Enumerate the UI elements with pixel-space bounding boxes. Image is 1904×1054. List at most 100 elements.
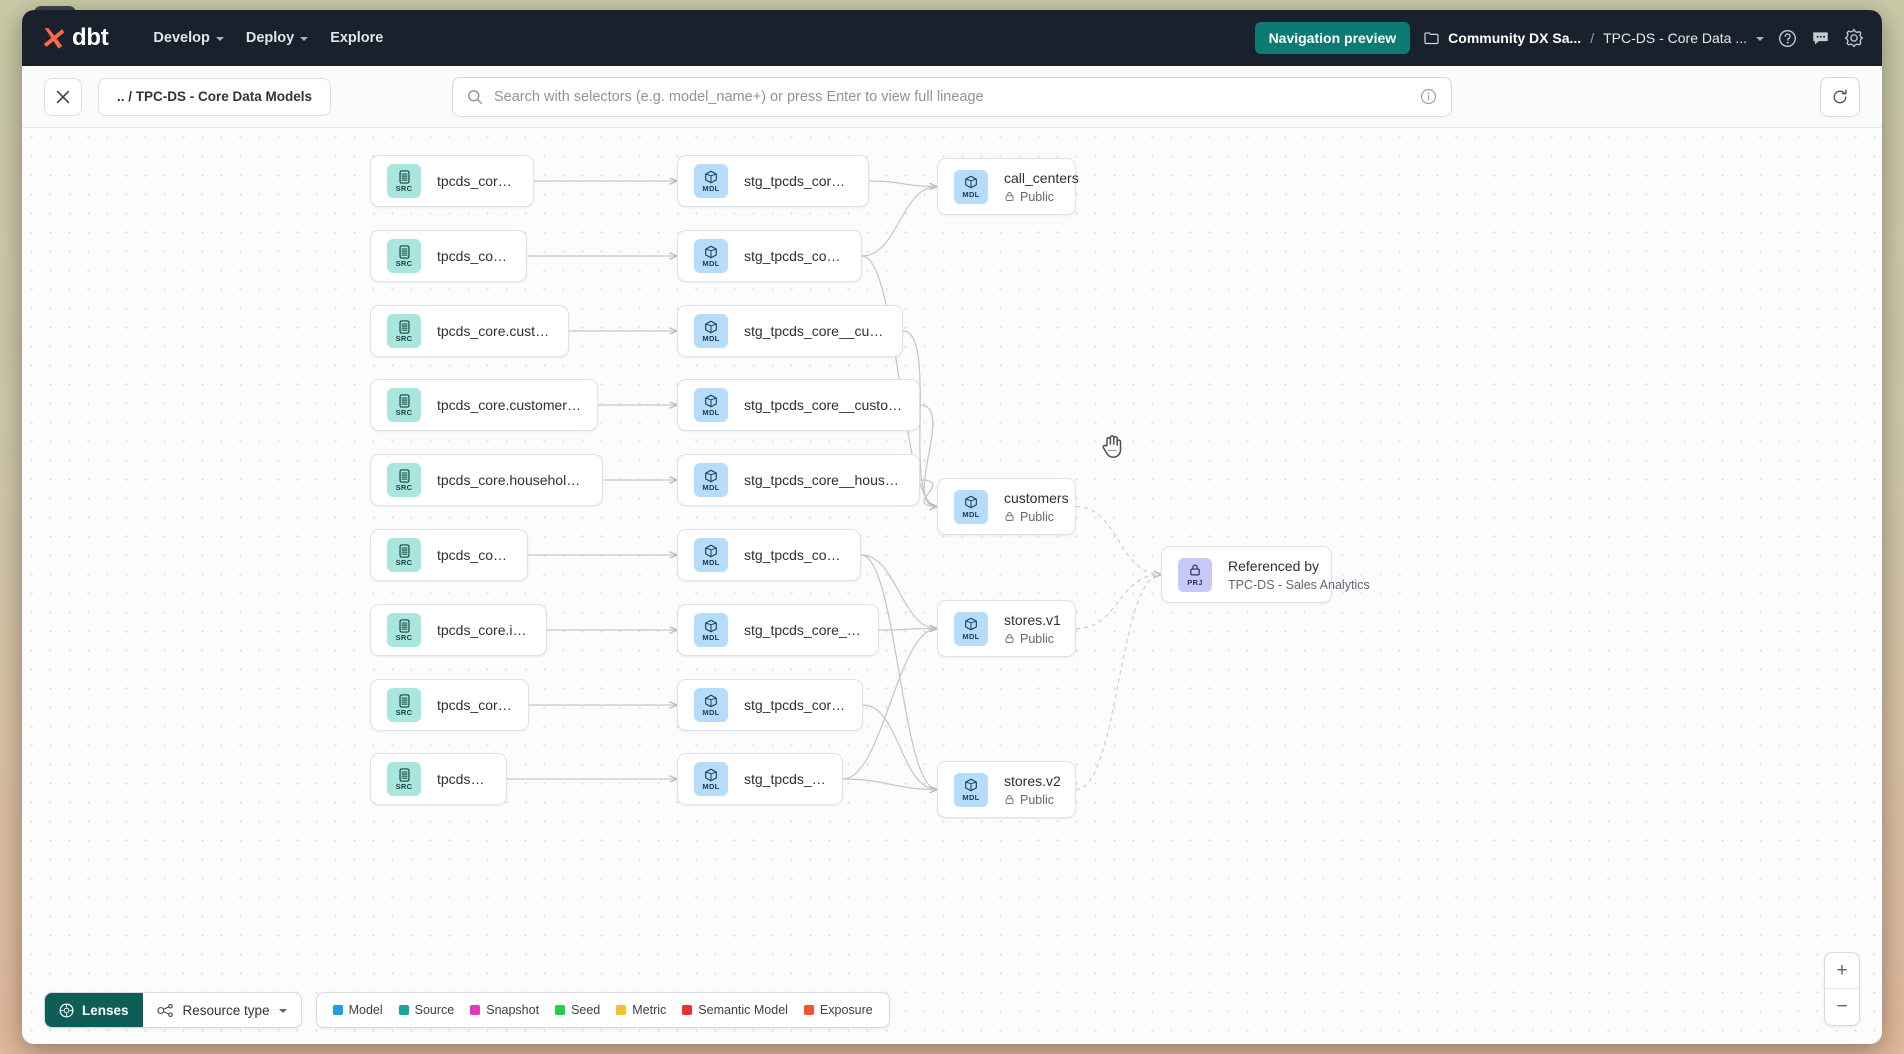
- close-icon: [56, 90, 70, 103]
- src-badge-icon: SRC: [387, 613, 421, 647]
- search-bar[interactable]: [452, 76, 1452, 117]
- close-button[interactable]: [44, 77, 82, 116]
- lineage-node-src-income-band[interactable]: SRC tpcds_core.income_band: [370, 604, 547, 656]
- node-label: tpcds_core.income_band: [437, 622, 530, 638]
- node-label: stg_tpcds_core__store: [744, 771, 826, 787]
- lineage-node-src-customer-address[interactable]: SRC tpcds_core.customer_address: [370, 305, 569, 357]
- resource-type-button[interactable]: Resource type: [143, 993, 301, 1027]
- mdl-badge-icon: MDL: [694, 164, 728, 198]
- lineage-node-mdl-stg-customer-demographics[interactable]: MDLstg_tpcds_core__customer_demogra…: [677, 379, 920, 431]
- zoom-out-button[interactable]: −: [1836, 996, 1848, 1017]
- nav-item-develop[interactable]: Develop: [142, 22, 234, 54]
- nav-item-explore[interactable]: Explore: [319, 22, 394, 54]
- node-title: Referenced by: [1228, 557, 1320, 574]
- mdl-badge-icon: MDL: [954, 169, 988, 204]
- legend-swatch: [398, 1005, 409, 1015]
- help-icon[interactable]: [1778, 29, 1797, 48]
- lineage-canvas[interactable]: SRCtpcds_core.call_centerSRCtpcds_core.c…: [22, 128, 1882, 1044]
- search-icon: [468, 89, 482, 104]
- mdl-badge-icon: MDL: [954, 489, 988, 524]
- lenses-label: Lenses: [82, 1002, 129, 1018]
- lenses-group: Lenses Resource type: [44, 992, 302, 1028]
- legend-item-model[interactable]: Model: [332, 1003, 383, 1017]
- legend-item-snapshot[interactable]: Snapshot: [470, 1003, 539, 1017]
- account-name[interactable]: Community DX Sa...: [1448, 30, 1582, 46]
- zoom-in-button[interactable]: +: [1825, 953, 1859, 989]
- nav-item-deploy[interactable]: Deploy: [235, 22, 319, 54]
- lineage-node-mdl-stg-household-demographics[interactable]: MDLstg_tpcds_core__household_demogr…: [677, 454, 920, 506]
- node-access-badge: Public: [1004, 190, 1059, 204]
- resource-type-legend: Model Source Snapshot Seed Metric Semantic Mo…: [315, 992, 890, 1028]
- lock-icon: [1005, 795, 1014, 804]
- top-navigation-bar: dbt Develop Deploy Explore Navigation pr…: [22, 10, 1882, 66]
- legend-swatch: [555, 1005, 566, 1015]
- node-label: stg_tpcds_core__customer_address: [744, 323, 886, 339]
- node-label: stg_tpcds_core__household_demogr…: [744, 472, 903, 488]
- feedback-icon[interactable]: [1811, 29, 1830, 48]
- mdl-badge-icon: MDL: [694, 613, 728, 647]
- node-access-badge: Public: [1004, 510, 1059, 524]
- lineage-node-mdl-stg-date-dim[interactable]: MDL stg_tpcds_core__date_dim: [677, 529, 861, 581]
- src-badge-icon: SRC: [387, 538, 421, 572]
- node-label: stg_tpcds_core__date_dim: [744, 547, 844, 563]
- project-name[interactable]: TPC-DS - Core Data ...: [1603, 30, 1747, 46]
- refresh-button[interactable]: [1820, 76, 1860, 117]
- node-label: tpcds_core.customer: [437, 248, 510, 264]
- src-badge-icon: SRC: [387, 164, 421, 198]
- gear-icon[interactable]: [1844, 28, 1864, 48]
- node-title: customers: [1004, 489, 1069, 506]
- prj-badge-icon: PRJ: [1178, 557, 1212, 592]
- legend-label: Snapshot: [486, 1003, 540, 1017]
- nav-item-deploy-label: Deploy: [245, 30, 295, 46]
- lineage-node-mdl-stg-store[interactable]: MDL stg_tpcds_core__store: [677, 753, 843, 805]
- brand-text: dbt: [72, 24, 109, 51]
- breadcrumb[interactable]: .. / TPC-DS - Core Data Models: [98, 77, 332, 116]
- navigation-preview-button[interactable]: Navigation preview: [1254, 22, 1411, 54]
- legend-swatch: [470, 1005, 481, 1015]
- legend-item-metric[interactable]: Metric: [616, 1003, 666, 1017]
- legend-item-exposure[interactable]: Exposure: [803, 1003, 873, 1017]
- graph-bottom-toolbar: Lenses Resource type Model Source Snapshot…: [44, 992, 890, 1028]
- lineage-node-src-call-center[interactable]: SRC tpcds_core.call_center: [370, 155, 534, 207]
- legend-item-semantic-model[interactable]: Semantic Model: [682, 1003, 788, 1017]
- search-input[interactable]: [494, 88, 1409, 105]
- top-bar-right-group: Navigation preview Community DX Sa... / …: [1254, 22, 1864, 54]
- mdl-badge-icon: MDL: [694, 762, 728, 796]
- node-label: tpcds_core.customer_address: [437, 323, 552, 339]
- legend-label: Metric: [632, 1003, 667, 1017]
- src-badge-icon: SRC: [387, 688, 421, 722]
- legend-label: Model: [348, 1003, 383, 1017]
- legend-item-seed[interactable]: Seed: [555, 1003, 600, 1017]
- chevron-down-icon[interactable]: [1756, 37, 1764, 41]
- src-badge-icon: SRC: [387, 314, 421, 348]
- mdl-badge-icon: MDL: [694, 239, 728, 273]
- lineage-toolbar: .. / TPC-DS - Core Data Models: [22, 66, 1882, 128]
- refresh-icon: [1833, 88, 1847, 103]
- mdl-badge-icon: MDL: [694, 538, 728, 572]
- node-label: tpcds_core.call_center: [437, 173, 517, 189]
- lenses-button[interactable]: Lenses: [45, 993, 143, 1027]
- app-window: dbt Develop Deploy Explore Navigation pr…: [22, 10, 1882, 1044]
- dbt-logo[interactable]: dbt: [40, 24, 109, 52]
- breadcrumb-separator: /: [1590, 30, 1595, 46]
- legend-item-source[interactable]: Source: [398, 1003, 454, 1017]
- info-icon[interactable]: [1420, 88, 1437, 105]
- account-breadcrumb: Community DX Sa... / TPC-DS - Core Data …: [1424, 30, 1764, 46]
